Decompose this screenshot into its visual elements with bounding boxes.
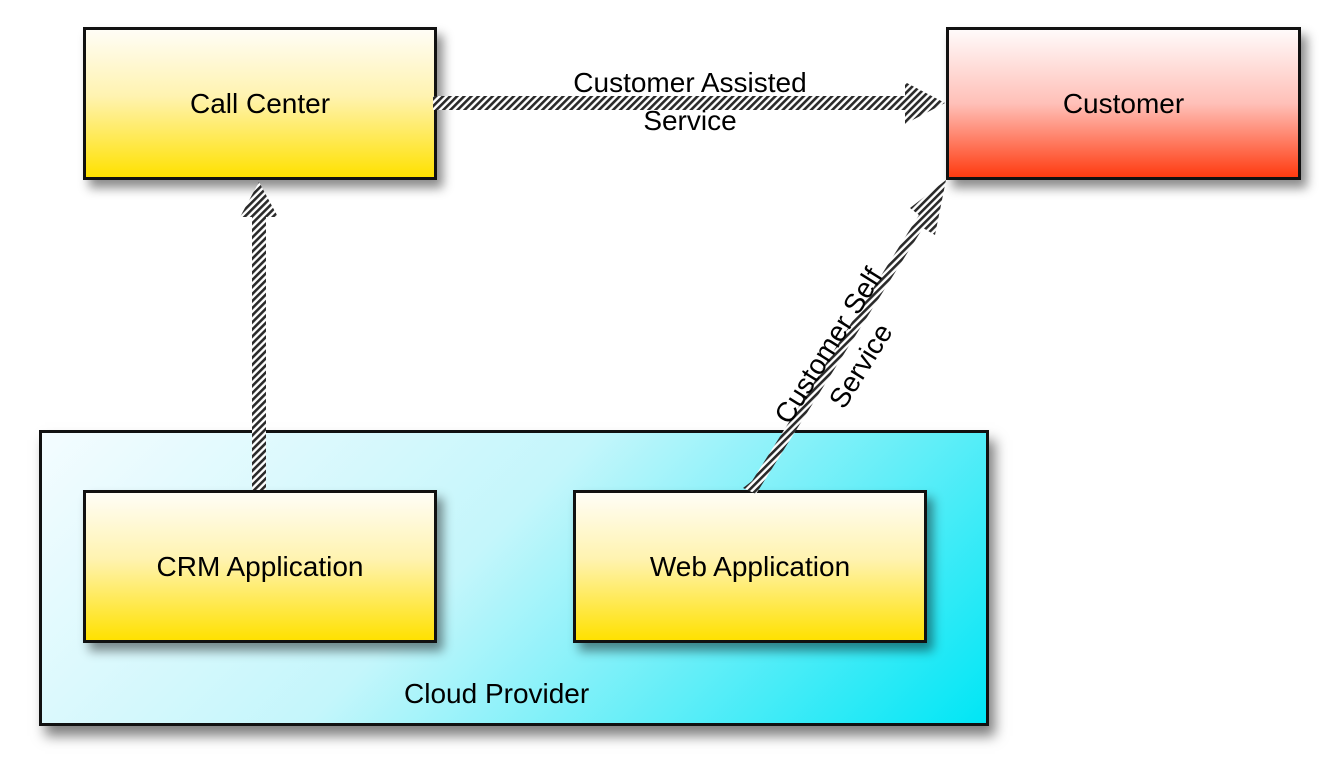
web-application-label: Web Application xyxy=(649,550,851,582)
customer-node[interactable]: Customer xyxy=(946,27,1301,180)
call-center-label: Call Center xyxy=(189,87,331,119)
edge-web-app-to-customer xyxy=(743,180,946,494)
web-application-node[interactable]: Web Application xyxy=(573,490,927,643)
arrow-call-center-to-customer xyxy=(433,82,945,124)
edge-label-line1: Customer Assisted xyxy=(573,67,807,98)
edge-label-customer-assisted-service: Customer Assisted Service xyxy=(520,64,860,140)
crm-application-node[interactable]: CRM Application xyxy=(83,490,437,643)
edge-label-line2: Service xyxy=(643,105,737,136)
arrow-web-app-to-customer xyxy=(743,180,946,494)
cloud-provider-label: Cloud Provider xyxy=(404,678,590,709)
edge-call-center-to-customer xyxy=(433,82,945,124)
crm-application-label: CRM Application xyxy=(156,550,364,582)
customer-label: Customer xyxy=(1062,87,1185,119)
arrow-crm-to-call-center xyxy=(240,182,278,490)
edge-crm-to-call-center xyxy=(240,182,278,490)
call-center-node[interactable]: Call Center xyxy=(83,27,437,180)
